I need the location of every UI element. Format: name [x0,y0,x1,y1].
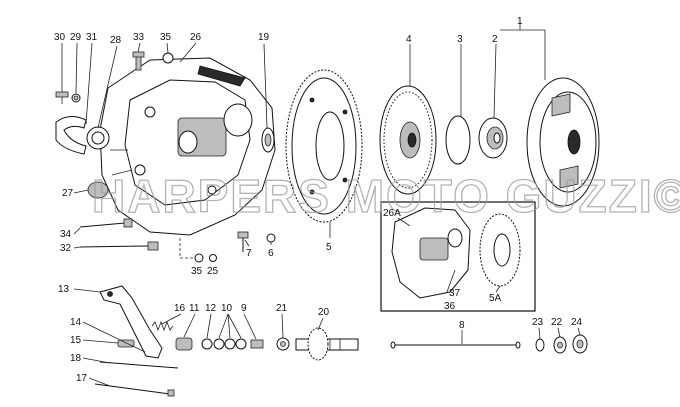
label-26a: 26A [383,208,401,219]
label-17: 17 [76,373,88,384]
thrust-bearing [276,337,290,351]
bearing [86,126,110,150]
pushrod-parts [175,337,264,351]
label-31: 31 [86,32,98,43]
label-26: 26 [190,32,202,43]
label-5: 5 [326,242,332,253]
label-14: 14 [70,317,82,328]
screws-top-left [55,91,81,104]
long-screws [79,218,159,251]
clutch-housing [99,57,276,236]
label-8: 8 [459,320,465,331]
label-29: 29 [70,32,82,43]
spring [151,320,174,332]
label-34: 34 [60,229,72,240]
label-5a: 5A [489,293,502,304]
leader-lines [61,20,581,387]
clutch-cover [526,77,600,207]
pushrod [390,341,521,349]
oil-seal [261,127,275,153]
label-32: 32 [60,243,72,254]
label-16: 16 [174,303,186,314]
label-9: 9 [241,303,247,314]
dust-cover [55,116,87,155]
part-labels: 1 2 3 4 5 5A 6 7 8 9 10 11 12 13 14 15 1… [54,16,583,384]
bolt-and-washer [237,231,276,252]
label-20: 20 [318,307,330,318]
clutch-lever [99,285,163,359]
label-27: 27 [62,188,74,199]
label-21: 21 [276,303,288,314]
label-3: 3 [457,34,463,45]
label-35-lower: 35 [191,266,203,277]
label-24: 24 [571,317,583,328]
pivot-pin [117,339,135,348]
label-22: 22 [551,317,563,328]
label-28: 28 [110,35,122,46]
label-2: 2 [492,34,498,45]
label-36: 36 [444,301,456,312]
label-10: 10 [221,303,233,314]
end-nuts [535,334,588,354]
snap-ring [445,115,471,165]
inset-alternative-parts [380,201,536,312]
label-12: 12 [205,303,217,314]
nuts-lower [179,238,217,263]
label-30: 30 [54,32,66,43]
label-33: 33 [133,32,145,43]
label-18: 18 [70,353,82,364]
label-4: 4 [406,34,412,45]
label-1: 1 [517,16,523,27]
label-11: 11 [189,303,200,314]
pressure-plate-hub [478,117,508,159]
label-37: 37 [449,288,461,299]
label-35: 35 [160,32,172,43]
pins [94,361,179,397]
screws-top [132,51,174,71]
clutch-disc [379,85,437,195]
shaft-with-gear [295,327,359,361]
label-7: 7 [246,248,252,259]
flywheel-ring-gear [285,69,363,223]
label-19: 19 [258,32,270,43]
label-23: 23 [532,317,544,328]
label-25: 25 [207,266,219,277]
watermark-text: HARPERS MOTO GUZZI© [92,170,680,222]
label-15: 15 [70,335,82,346]
label-13: 13 [58,284,70,295]
label-6: 6 [268,248,274,259]
